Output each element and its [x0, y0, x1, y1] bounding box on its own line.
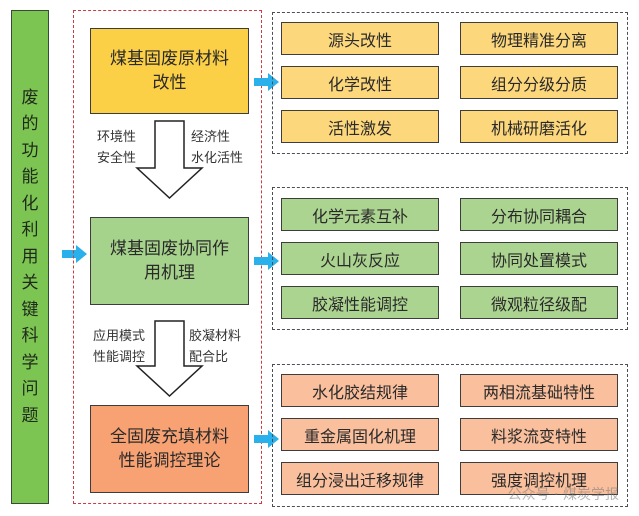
- label-environment: 环境性: [97, 130, 137, 145]
- transition-2-left: 应用模式 性能调控: [93, 326, 145, 368]
- stage-3-items-frame: [272, 364, 628, 507]
- title-char: 键: [21, 299, 39, 320]
- label-mix-ratio: 配合比: [189, 350, 229, 365]
- stage-1-item: 机械研磨活化: [460, 110, 618, 143]
- stage-3-title-line1: 全固废充填材料: [110, 427, 229, 447]
- stage-2-item: 微观粒径级配: [460, 286, 618, 319]
- stage-3-box: 全固废充填材料 性能调控理论: [90, 405, 249, 493]
- stage-3-title-line2: 性能调控理论: [118, 451, 221, 471]
- down-arrow-icon: [135, 120, 204, 200]
- label-cementitious-material: 胶凝材料: [189, 329, 242, 344]
- stage-2-items-frame: [272, 187, 628, 330]
- stage-2-item: 协同处置模式: [460, 242, 618, 275]
- title-char: 用: [21, 246, 39, 267]
- label-safety: 安全性: [97, 151, 137, 166]
- stage-2-item: 分布协同耦合: [460, 198, 618, 231]
- arrow-right-icon: [62, 245, 87, 263]
- title-char: 能: [21, 167, 39, 188]
- stage-1-item: 组分分级分质: [460, 66, 618, 99]
- stage-2-item: 火山灰反应: [281, 242, 439, 275]
- stage-3-item: 料浆流变特性: [460, 418, 618, 451]
- transition-1-right: 经济性 水化活性: [191, 127, 243, 169]
- stage-2-item: 胶凝性能调控: [281, 286, 439, 319]
- title-char: 化: [21, 193, 39, 214]
- label-performance-control: 性能调控: [93, 350, 146, 365]
- stage-1-title-line1: 煤基固废原材料: [110, 49, 229, 69]
- stage-2-item: 化学元素互补: [281, 198, 439, 231]
- title-char: 功: [21, 140, 39, 161]
- stage-2-box: 煤基固废协同作 用机理: [90, 217, 249, 305]
- stage-1-items-frame: [272, 12, 628, 154]
- title-char: 的: [21, 114, 39, 135]
- label-economy: 经济性: [191, 130, 231, 145]
- stage-1-item: 化学改性: [281, 66, 439, 99]
- title-char: 利: [21, 220, 39, 241]
- stage-1-item: 物理精准分离: [460, 22, 618, 55]
- title-char: 学: [21, 352, 39, 373]
- key-scientific-issues-bar: 废的功能化利用关键科学问题: [11, 10, 49, 504]
- stage-2-title-line1: 煤基固废协同作: [110, 239, 229, 259]
- label-application-mode: 应用模式: [93, 329, 146, 344]
- title-char: 废: [21, 87, 39, 108]
- stage-1-title-line2: 改性: [152, 73, 187, 93]
- watermark: 公众号 · 煤炭学报: [507, 487, 619, 503]
- stage-3-item: 强度调控机理: [460, 462, 618, 495]
- label-hydration-activity: 水化活性: [191, 151, 244, 166]
- title-char: 问: [21, 379, 39, 400]
- down-arrow-icon: [135, 320, 204, 398]
- stage-3-item: 组分浸出迁移规律: [281, 462, 439, 495]
- transition-2-right: 胶凝材料 配合比: [189, 326, 241, 368]
- stage-3-item: 水化胶结规律: [281, 374, 439, 407]
- title-char: 科: [21, 326, 39, 347]
- stage-1-box: 煤基固废原材料 改性: [90, 28, 249, 114]
- stage-2-title-line2: 用机理: [144, 263, 195, 283]
- title-char: 题: [21, 405, 39, 426]
- stage-1-item: 源头改性: [281, 22, 439, 55]
- stage-3-item: 重金属固化机理: [281, 418, 439, 451]
- stage-3-item: 两相流基础特性: [460, 374, 618, 407]
- stage-1-item: 活性激发: [281, 110, 439, 143]
- title-char: 关: [21, 273, 39, 294]
- transition-1-left: 环境性 安全性: [97, 127, 136, 169]
